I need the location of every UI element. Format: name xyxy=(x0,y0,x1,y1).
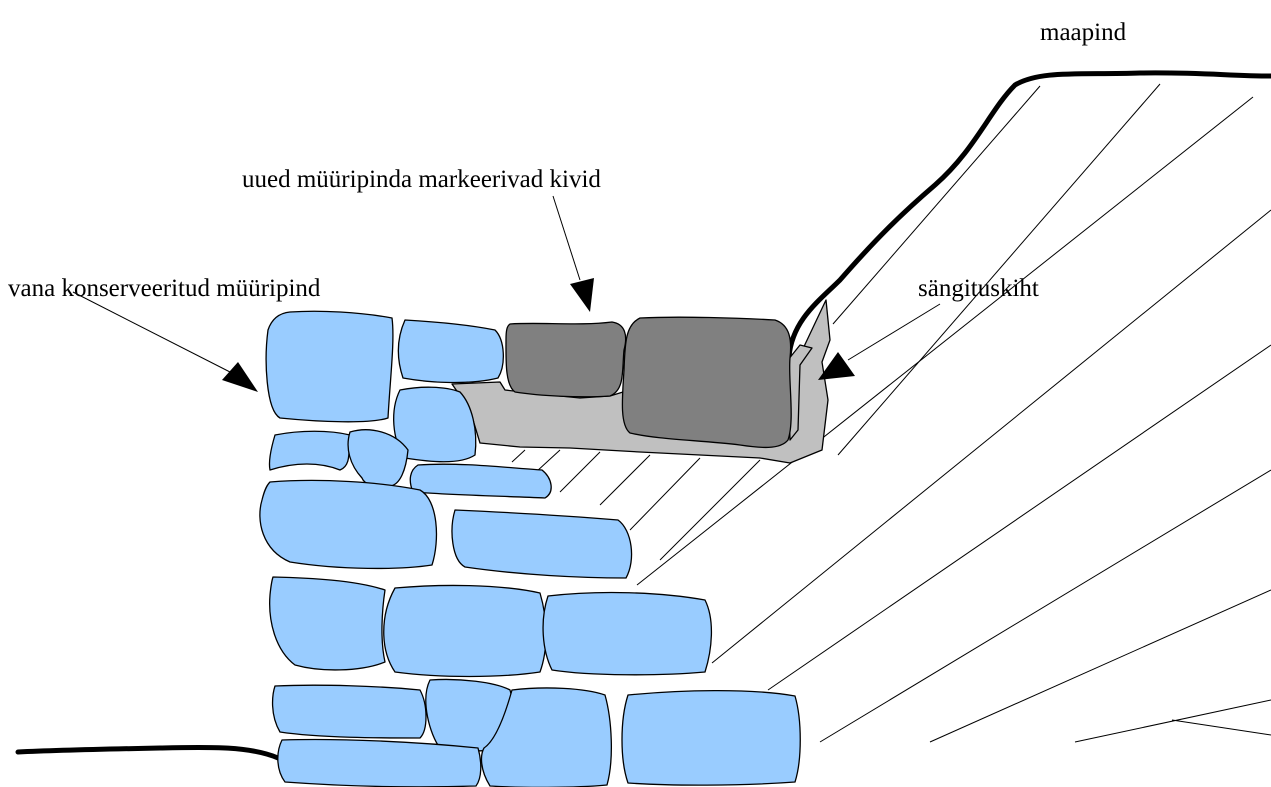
old-stone-11 xyxy=(542,591,713,676)
old-stone-1 xyxy=(265,310,394,423)
label-new-stones: uued müüripinda markeerivad kivid xyxy=(242,166,601,193)
old-stone-14 xyxy=(277,738,482,787)
bedding-layer-notch xyxy=(787,344,813,441)
old-stone-8 xyxy=(451,509,633,579)
old-stone-4 xyxy=(268,430,351,471)
old-wall-pointer xyxy=(72,291,258,392)
ground-surface-line xyxy=(786,70,1271,360)
old-stone-7 xyxy=(259,479,438,570)
arrowhead-icon xyxy=(222,362,258,392)
bedding-layer-pointer xyxy=(818,303,941,380)
ground-line-left xyxy=(15,744,281,761)
label-bedding-layer: sängituskiht xyxy=(918,275,1039,302)
old-stone-16 xyxy=(621,689,801,786)
new-stone-1 xyxy=(505,321,627,398)
arrowhead-icon xyxy=(818,352,855,380)
old-stone-15 xyxy=(480,687,612,787)
soil-hatching xyxy=(511,83,1271,743)
arrowhead-icon xyxy=(570,278,594,312)
old-stone-12 xyxy=(271,684,427,739)
old-stone-9 xyxy=(269,576,386,671)
new-stones-pointer xyxy=(552,195,594,312)
new-stone-2 xyxy=(621,316,792,449)
label-old-wall: vana konserveeritud müüripind xyxy=(8,275,321,302)
old-stone-2 xyxy=(397,319,504,384)
old-stone-6 xyxy=(409,463,552,499)
label-ground-surface: maapind xyxy=(1040,19,1127,46)
old-stone-10 xyxy=(383,584,547,678)
